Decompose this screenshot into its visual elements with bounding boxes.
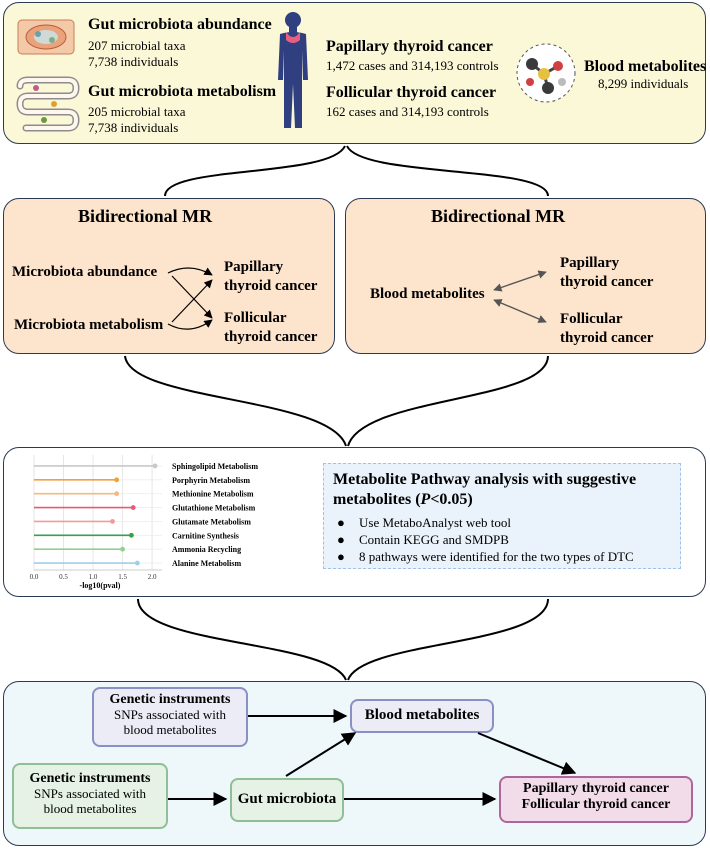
chart-point	[110, 519, 115, 524]
human-body-icon	[278, 12, 308, 128]
bullet-dot-icon: ●	[337, 515, 345, 530]
chart-x-axis-label: -log10(pval)	[80, 581, 121, 590]
chart-tick-label: 0.0	[30, 573, 39, 581]
chart-tick-label: 2.0	[148, 573, 157, 581]
data-sources-panel	[3, 2, 706, 144]
metabolism-title: Gut microbiota metabolism	[88, 83, 277, 100]
blood-title: Blood metabolites	[584, 58, 707, 75]
chart-category-label: Alanine Metabolism	[172, 559, 241, 568]
mr-right-ftc-line2: thyroid cancer	[560, 330, 654, 346]
chart-point	[114, 491, 120, 497]
mr-left-ptc-line1: Papillary	[224, 259, 284, 275]
genetic-instruments-gut-box: Genetic instruments SNPs associated with…	[12, 763, 168, 829]
ptc-samples: 1,472 cases and 314,193 controls	[326, 58, 499, 73]
abundance-title: Gut microbiota abundance	[88, 16, 272, 33]
blood-individuals: 8,299 individuals	[598, 76, 689, 91]
mr-right-ptc-line1: Papillary	[560, 255, 620, 271]
pathway-bullets: ●Use MetaboAnalyst web tool ●Contain KEG…	[337, 514, 634, 565]
gut-microbiota-node: Gut microbiota	[230, 778, 344, 822]
pathway-title-line2: metabolites (P<0.05)	[333, 490, 473, 509]
bullet-dot-icon: ●	[337, 549, 345, 564]
pathway-title-post: <0.05)	[430, 491, 473, 508]
mr-left-abundance: Microbiota abundance	[12, 264, 158, 280]
gen2-line1: SNPs associated with	[34, 786, 146, 802]
chart-tick-label: 1.0	[89, 573, 98, 581]
pathway-title-pre: metabolites (	[333, 491, 421, 508]
mr-left-ptc-line2: thyroid cancer	[224, 278, 318, 294]
chart-category-label: Glutathione Metabolism	[172, 504, 256, 513]
chart-point	[152, 463, 158, 469]
chart-category-label: Sphingolipid Metabolism	[172, 462, 258, 471]
gen1-line1: SNPs associated with	[114, 707, 226, 723]
gen2-title: Genetic instruments	[29, 771, 151, 786]
chart-category-label: Glutamate Metabolism	[172, 517, 251, 526]
genetic-instruments-blood-box: Genetic instruments SNPs associated with…	[92, 687, 248, 747]
chart-tick-label: 1.5	[118, 573, 127, 581]
pathway-bullet-item: ●Contain KEGG and SMDPB	[337, 532, 509, 547]
outcome-ftc: Follicular thyroid cancer	[521, 797, 671, 813]
gen1-line2: blood metabolites	[123, 722, 217, 738]
chart-point	[130, 505, 136, 510]
blood-metabolites-node: Blood metabolites	[350, 699, 494, 733]
chart-point	[114, 477, 120, 483]
intestine-icon	[16, 76, 80, 132]
mr-right-blood: Blood metabolites	[370, 286, 485, 302]
abundance-taxa: 207 microbial taxa	[88, 38, 186, 53]
mr-left-ftc-line1: Follicular	[224, 310, 287, 326]
microbiota-petri-icon	[17, 19, 75, 55]
chart-point	[134, 560, 140, 566]
gen2-line2: blood metabolites	[43, 801, 137, 817]
ftc-samples: 162 cases and 314,193 controls	[326, 104, 489, 119]
mr-left-panel	[3, 198, 335, 354]
pathway-bullet-item: ●Use MetaboAnalyst web tool	[337, 515, 512, 530]
mr-left-metabolism: Microbiota metabolism	[14, 317, 164, 333]
molecule-icon	[516, 43, 576, 103]
chart-point	[120, 546, 125, 552]
chart-point	[129, 532, 134, 538]
thyroid-cancer-outcome-node: Papillary thyroid cancer Follicular thyr…	[499, 776, 693, 823]
chart-category-label: Methionine Metabolism	[172, 490, 254, 499]
pathway-bullet-item: ●8 pathways were identified for the two …	[337, 549, 634, 564]
mr-right-ptc-line2: thyroid cancer	[560, 274, 654, 290]
ptc-title: Papillary thyroid cancer	[326, 38, 493, 55]
pathway-title-line1: Metabolite Pathway analysis with suggest…	[333, 471, 637, 488]
chart-category-label: Ammonia Recycling	[172, 545, 241, 554]
pathway-summary-box	[323, 463, 681, 569]
pathway-title-p: P	[420, 491, 431, 508]
ftc-title: Follicular thyroid cancer	[326, 84, 497, 101]
mr-right-title: Bidirectional MR	[431, 206, 566, 226]
chart-tick-label: 0.5	[59, 573, 68, 581]
metabolism-individuals: 7,738 individuals	[88, 120, 179, 135]
mr-left-ftc-line2: thyroid cancer	[224, 329, 318, 345]
abundance-individuals: 7,738 individuals	[88, 54, 179, 69]
chart-category-label: Carnitine Synthesis	[172, 531, 239, 540]
mr-right-ftc-line1: Follicular	[560, 311, 623, 327]
blood-node-label: Blood metabolites	[364, 707, 480, 723]
mr-left-title: Bidirectional MR	[78, 206, 213, 226]
gen1-title: Genetic instruments	[109, 692, 231, 707]
bullet-dot-icon: ●	[337, 532, 345, 547]
outcome-ptc: Papillary thyroid cancer	[523, 781, 669, 796]
metabolism-taxa: 205 microbial taxa	[88, 104, 186, 119]
chart-category-label: Porphyrin Metabolism	[172, 476, 250, 485]
gut-node-label: Gut microbiota	[237, 791, 337, 807]
